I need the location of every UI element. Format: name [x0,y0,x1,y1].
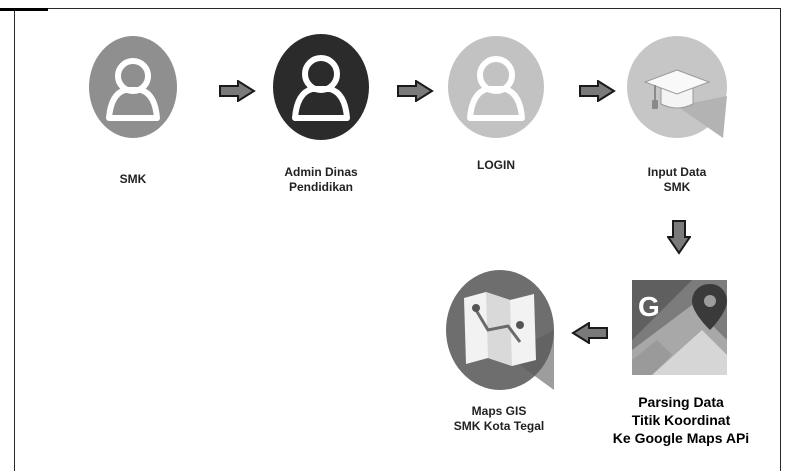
parsing-label-line: Titik Koordinat [631,412,731,428]
flow-arrow-down-icon [667,220,691,255]
parsing-label-line: Parsing Data [638,394,724,410]
map-icon [446,270,554,390]
maps-label-line: Maps GIS [471,404,527,418]
smk-label: SMK [99,172,167,187]
flow-arrow-left-icon [571,322,608,344]
frame-left-border [14,8,15,471]
smk-label-line: SMK [119,172,147,186]
login-label-line: LOGIN [477,158,515,172]
input-label: Input Data SMK [627,165,727,195]
input-label-line: Input Data [647,165,707,179]
flow-arrow-right-icon [579,80,616,102]
flow-arrow-right-icon [397,80,434,102]
flow-arrow-right-icon [219,80,256,102]
maps-label: Maps GIS SMK Kota Tegal [438,404,560,434]
input-label-line: SMK [663,180,691,194]
user-icon [448,36,544,138]
admin-label: Admin Dinas Pendidikan [271,165,371,195]
user-icon [273,34,369,140]
parsing-label-line: Ke Google Maps APi [612,430,750,446]
maps-label-line: SMK Kota Tegal [453,419,545,433]
admin-label-line: Admin Dinas [284,165,358,179]
google-maps-letter: G [638,291,660,322]
google-maps-icon: G [632,280,727,375]
graduation-cap-icon [627,36,727,138]
login-label: LOGIN [466,158,526,173]
frame-right-border [780,8,781,471]
admin-label-line: Pendidikan [288,180,353,194]
frame-top-border [14,8,781,9]
parsing-label: Parsing Data Titik Koordinat Ke Google M… [596,393,766,447]
top-left-mark [0,8,48,11]
user-icon [89,36,177,138]
